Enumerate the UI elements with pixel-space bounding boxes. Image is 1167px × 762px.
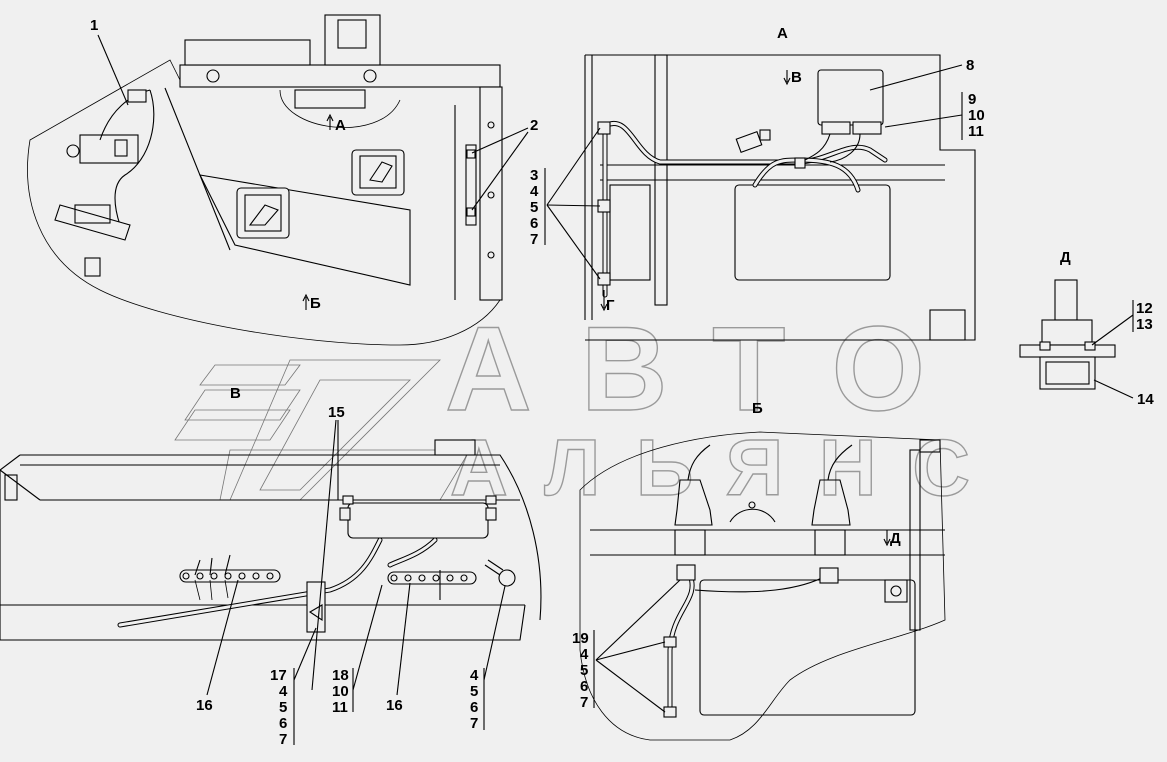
callout-16-right: 16 [386,697,403,714]
callout-4-bottom: 4 [470,667,479,684]
callout-17-7: 7 [279,731,287,748]
view-b-title: Б [752,400,763,417]
callout-17-5: 5 [279,699,287,716]
callout-14: 14 [1137,391,1154,408]
callout-1: 1 [90,17,98,34]
callout-18: 18 [332,667,349,684]
callout-17: 17 [270,667,287,684]
callout-6: 6 [530,215,538,232]
watermark-logo [174,359,471,501]
callout-15: 15 [328,404,345,421]
view-b-detail: Б Д 19 4 5 6 7 [572,400,946,741]
callout-17-6: 6 [279,715,287,732]
watermark: АВТО АЛЬЯНС [174,301,971,513]
view-label-d-arrow: Д [890,530,901,547]
callout-3: 3 [530,167,538,184]
callout-19-7: 7 [580,694,588,711]
view-d-detail: Д 12 13 14 [1019,249,1154,408]
view-a-detail: А В Г 8 [530,25,985,341]
callout-7-bottom: 7 [470,715,478,732]
callout-6-bottom: 6 [470,699,478,716]
callout-10: 10 [968,107,985,124]
watermark-line-1: АВТО [445,302,925,436]
view-label-g: Г [606,297,615,314]
view-v-title: В [230,385,241,402]
callout-17-4: 4 [279,683,288,700]
callout-16-left: 16 [196,697,213,714]
top-left-detail: А Б 1 2 [27,14,538,346]
callout-19-5: 5 [580,662,588,679]
callout-19-6: 6 [580,678,588,695]
callout-4: 4 [530,183,539,200]
view-label-a-arrow: А [335,117,346,134]
callout-19: 19 [572,630,589,647]
view-label-v: В [791,69,802,86]
callout-2: 2 [530,117,538,134]
callout-5-bottom: 5 [470,683,478,700]
watermark-line-2: АЛЬЯНС [450,423,970,512]
callout-19-4: 4 [580,646,589,663]
view-a-title: А [777,25,788,42]
callout-9: 9 [968,91,976,108]
callout-12: 12 [1136,300,1153,317]
callout-8: 8 [966,57,974,74]
callout-18-10: 10 [332,683,349,700]
callout-13: 13 [1136,316,1153,333]
callout-5: 5 [530,199,538,216]
view-v-detail: В [0,385,542,748]
callout-18-11: 11 [332,699,348,716]
view-d-title: Д [1060,249,1071,266]
view-label-b-arrow: Б [310,295,321,312]
callout-7: 7 [530,231,538,248]
callout-11: 11 [968,123,984,140]
